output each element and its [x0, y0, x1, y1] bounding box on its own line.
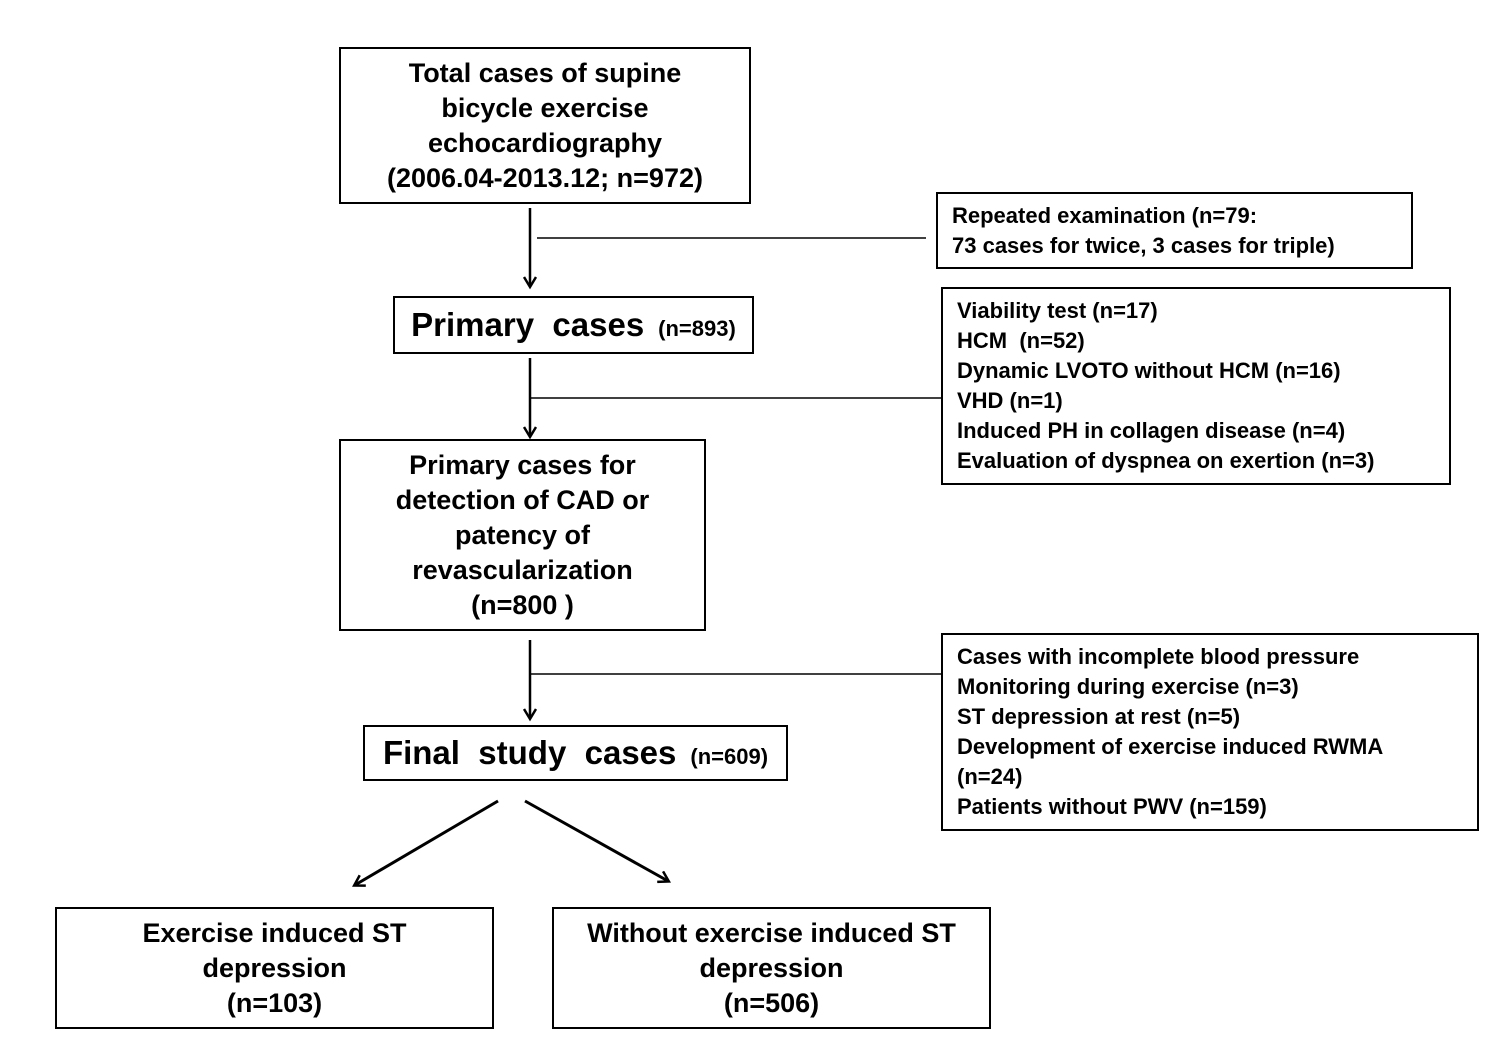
primary-cases-n: (n=893) — [658, 316, 736, 341]
exclusion1-vhd: VHD (n=1) — [957, 388, 1063, 413]
exclusion1-hcm: HCM (n=52) — [957, 328, 1085, 353]
total-cases-box: Total cases of supine bicycle exercise e… — [339, 47, 751, 204]
primary-cases-box: Primary cases (n=893) — [393, 296, 754, 354]
cad-line-2: detection of CAD or — [395, 484, 650, 515]
without-st-line-2: depression — [699, 952, 844, 983]
cad-cases-box: Primary cases for detection of CAD or pa… — [339, 439, 706, 631]
exclusion1-induced-ph: Induced PH in collagen disease (n=4) — [957, 418, 1346, 443]
exercise-st-line-3: (n=103) — [226, 987, 323, 1018]
exclusion-criteria-box-1: Viability test (n=17) HCM (n=52) Dynamic… — [941, 287, 1451, 485]
total-cases-line-1: Total cases of supine — [408, 57, 682, 88]
total-cases-line-2: bicycle exercise — [441, 92, 649, 123]
repeated-examination-box: Repeated examination (n=79: 73 cases for… — [936, 192, 1413, 269]
primary-cases-title: Primary cases — [411, 306, 645, 343]
cad-line-5: (n=800 ) — [471, 589, 574, 620]
exclusion1-lvoto: Dynamic LVOTO without HCM (n=16) — [957, 358, 1341, 383]
exclusion2-pwv: Patients without PWV (n=159) — [957, 794, 1267, 819]
exercise-st-line-1: Exercise induced ST — [142, 917, 407, 948]
exclusion2-st-rest: ST depression at rest (n=5) — [957, 704, 1241, 729]
cad-line-4: revascularization — [412, 554, 633, 585]
exclusion2-incomplete-bp: Cases with incomplete blood pressure — [957, 644, 1360, 669]
repeated-line-2: 73 cases for twice, 3 cases for triple) — [952, 232, 1335, 258]
without-st-line-3: (n=506) — [723, 987, 820, 1018]
final-study-cases-box: Final study cases (n=609) — [363, 725, 788, 781]
total-cases-line-4: (2006.04-2013.12; n=972) — [387, 162, 703, 193]
exercise-st-line-2: depression — [202, 952, 347, 983]
cad-line-3: patency of — [454, 519, 591, 550]
final-study-title: Final study cases — [382, 734, 677, 771]
exclusion1-viability: Viability test (n=17) — [957, 298, 1158, 323]
exclusion1-dyspnea: Evaluation of dyspnea on exertion (n=3) — [957, 448, 1375, 473]
exercise-st-box: Exercise induced ST depression (n=103) — [55, 907, 494, 1029]
total-cases-line-3: echocardiography — [427, 127, 663, 158]
arrow-final-to-no-st — [524, 799, 668, 881]
exclusion-criteria-box-2: Cases with incomplete blood pressure Mon… — [941, 633, 1479, 831]
repeated-line-1: Repeated examination (n=79: — [952, 202, 1258, 228]
final-study-n: (n=609) — [690, 744, 769, 769]
exclusion2-rwma: Development of exercise induced RWMA — [957, 734, 1384, 759]
arrow-final-to-st — [355, 799, 499, 885]
exclusion2-rwma-n: (n=24) — [957, 764, 1023, 789]
without-st-line-1: Without exercise induced ST — [587, 917, 956, 948]
exclusion2-monitoring: Monitoring during exercise (n=3) — [957, 674, 1299, 699]
without-exercise-st-box: Without exercise induced ST depression (… — [552, 907, 991, 1029]
cad-line-1: Primary cases for — [409, 449, 636, 480]
